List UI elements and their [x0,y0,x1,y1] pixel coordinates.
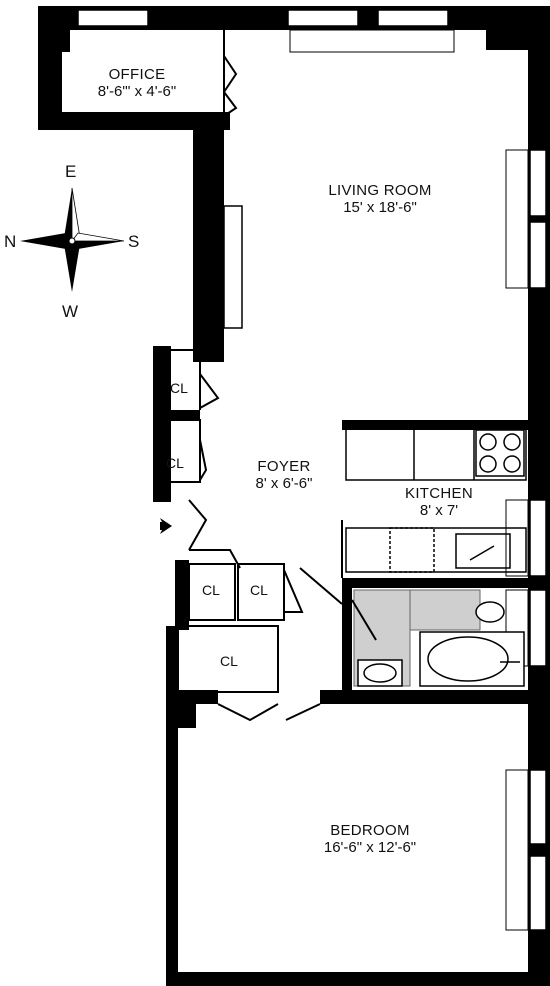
living-label: LIVING ROOM 15' x 18'-6" [300,182,460,217]
window-east-2 [529,221,547,289]
wall-bedroom-west [166,626,178,986]
closet-outlines [171,349,304,693]
wall-office-left [38,6,62,130]
window-east-1 [529,149,547,217]
window-kitchen [529,499,547,577]
windows [77,9,547,931]
wall-closet-upper [153,346,171,502]
closet-label: CL [170,380,188,396]
foyer-name: FOYER [257,458,311,475]
entry-door [188,499,241,569]
fireplace [200,205,243,330]
window-living-1 [287,9,359,27]
kitchen-dims: 8' x 7' [419,502,459,520]
closet-label: CL [166,455,184,471]
compass-west: W [62,302,79,321]
window-bed-1 [529,769,547,845]
wall-office-bottom [38,112,230,130]
compass-east: E [65,162,77,181]
window-bed-2 [529,855,547,931]
living-name: LIVING ROOM [328,182,432,199]
bath-fixtures [351,599,525,687]
window-living-2 [377,9,449,27]
window-office [77,9,149,27]
wall-lower-west [175,560,189,630]
kitchen-fixtures [345,425,527,573]
wall-bedroom-bottom [166,972,550,986]
wall-office-notch [50,28,70,52]
wall-closet-mid [160,410,200,420]
office-label: OFFICE 8'-6"' x 4'-6" [72,66,202,101]
foyer-dims: 8' x 6'-6" [255,475,313,493]
closet-label: CL [220,653,238,669]
foyer-label: FOYER 8' x 6'-6" [224,458,344,493]
office-name: OFFICE [108,66,166,83]
wall-bedroom-top-right [320,690,532,704]
bedroom-dims: 16'-6" x 12'-6" [323,839,417,857]
compass-south: S [128,232,140,251]
wall-bedroom-top [166,690,218,704]
wall-bath-left [342,578,352,698]
bedroom-label: BEDROOM 16'-6" x 12'-6" [290,822,450,857]
bedroom-name: BEDROOM [330,822,410,839]
window-bath [529,589,547,667]
office-dims: 8'-6"' x 4'-6" [97,83,177,101]
living-dims: 15' x 18'-6" [343,199,417,217]
wall-bedroom-pillar [176,704,196,728]
kitchen-name: KITCHEN [405,485,473,502]
stove-icon [475,429,525,477]
compass-rose [20,187,125,292]
closet-label: CL [202,582,220,598]
office-door [223,55,238,117]
closet-label: CL [250,582,268,598]
compass-north: N [4,232,17,251]
wall-kitchen-top [342,420,532,430]
entry-arrow-tail [160,522,166,530]
kitchen-label: KITCHEN 8' x 7' [384,485,494,520]
wall-bath-top [342,578,532,588]
partitions [217,520,343,722]
